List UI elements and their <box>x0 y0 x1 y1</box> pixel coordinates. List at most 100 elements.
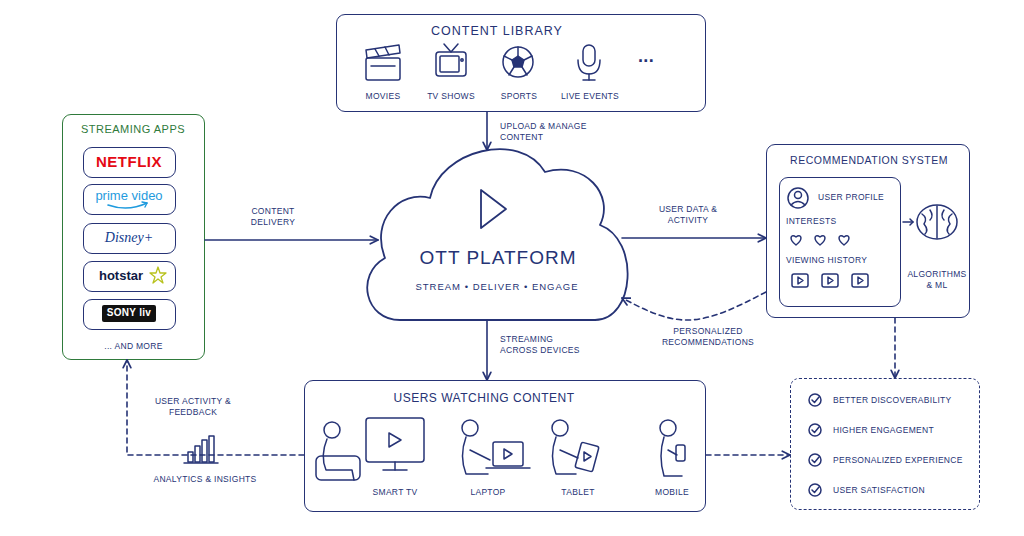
recommendation-box: RECOMMENDATION SYSTEM ALGORITHMS & ML USER… <box>766 144 970 318</box>
tablet-viewer <box>552 420 599 474</box>
brain-fold <box>922 214 927 234</box>
node-heading: STREAMING APPS <box>63 123 203 137</box>
node-heading: SONY liv <box>102 305 156 322</box>
node-heading: RECOMMENDATION SYSTEM <box>771 154 967 167</box>
profile-panel: USER PROFILEINTERESTSVIEWING HISTORY <box>779 177 901 307</box>
laptop-play <box>504 449 512 459</box>
node-heading: CONTENT LIBRARY <box>427 24 567 40</box>
ball-seam <box>524 56 532 60</box>
edge-label: UPLOAD & MANAGE CONTENT <box>500 121 595 143</box>
node-text: ... AND MORE <box>73 341 194 352</box>
mic-head <box>583 45 595 66</box>
brain-fold <box>930 210 932 220</box>
video-thumb <box>822 274 838 287</box>
node-text: STREAM • DELIVER • ENGAGE <box>392 281 602 293</box>
node-text: SPORTS <box>489 91 549 102</box>
baseline <box>184 462 218 464</box>
edge-label: PERSONALIZED RECOMMENDATIONS <box>650 326 766 348</box>
node-text: ALGORITHMS & ML <box>904 269 970 290</box>
head <box>324 422 340 438</box>
analytics-icon <box>184 436 218 463</box>
benefits-box: BETTER DISCOVERABILITY HIGHER ENGAGEMENT P… <box>790 378 980 510</box>
tv-viewer <box>316 418 424 480</box>
user-circle <box>788 188 808 208</box>
node-text: TABLET <box>546 487 610 498</box>
ball-outline <box>503 47 533 77</box>
clapperboard-body <box>366 58 400 80</box>
heart-icon <box>815 236 825 245</box>
mic-holder <box>578 60 600 74</box>
clapperboard-icon <box>366 45 400 80</box>
body <box>553 437 577 474</box>
node-heading: BETTER DISCOVERABILITY <box>833 395 979 406</box>
smart-tv <box>366 418 424 462</box>
check-circle <box>809 394 821 406</box>
user-shoulders <box>791 202 805 206</box>
tv-body <box>436 52 466 76</box>
head <box>552 420 568 436</box>
phone <box>676 445 685 461</box>
couch <box>316 456 360 480</box>
laptop-viewer <box>462 420 530 474</box>
bar <box>202 440 207 462</box>
node-text: INTERESTS <box>786 216 896 227</box>
tv-play <box>389 433 401 447</box>
clapperboard-stripe <box>385 47 389 55</box>
hotstar-star <box>150 267 166 283</box>
body <box>323 439 354 480</box>
content-library-box: CONTENT LIBRARYMOVIESTV SHOWSSPORTSLIVE … <box>336 14 706 112</box>
edge-label: STREAMING ACROSS DEVICES <box>500 334 592 356</box>
soccer-ball-icon <box>503 47 533 77</box>
laptop-base <box>486 467 530 469</box>
tv-icon <box>436 44 466 76</box>
tablet-play <box>584 452 591 461</box>
node-heading: Disney+ <box>84 229 174 247</box>
check-mark <box>812 397 819 403</box>
tv-foot <box>383 469 407 471</box>
ball-patch <box>512 56 524 67</box>
video-play <box>798 277 803 284</box>
node-heading: USERS WATCHING CONTENT <box>389 391 579 406</box>
node-heading: hotstar <box>76 268 166 284</box>
video-play <box>858 277 863 284</box>
check-mark <box>812 457 819 463</box>
tv-screen <box>440 56 459 72</box>
head <box>660 420 676 436</box>
smile-curve <box>108 203 147 208</box>
small-arrow-head <box>910 219 913 225</box>
heart-icon <box>791 236 801 245</box>
flow-arrow <box>486 112 488 150</box>
check-mark <box>812 487 819 493</box>
app-logo-box: Disney+ <box>83 223 176 254</box>
node-heading: prime video <box>84 188 174 204</box>
head <box>462 420 478 436</box>
node-text: MOBILE <box>640 487 704 498</box>
user-head <box>795 192 802 199</box>
app-logo-box: NETFLIX <box>83 147 176 178</box>
ball-seam <box>522 67 527 75</box>
brain-icon <box>917 205 957 239</box>
node-heading: USER PROFILE <box>818 192 898 203</box>
node-text: HIGHER ENGAGEMENT <box>833 425 979 436</box>
note-label: ANALYTICS & INSIGHTS <box>140 474 270 485</box>
flow-arrow <box>205 239 378 241</box>
cloud-shape <box>367 149 627 320</box>
ball-seam <box>504 56 512 60</box>
clapperboard-stripe <box>375 49 379 56</box>
flow-arrow <box>127 360 304 455</box>
ball-seam <box>517 47 519 56</box>
arm <box>560 450 578 458</box>
arm <box>668 450 677 455</box>
app-logo-box: prime video <box>83 184 176 215</box>
heart-icon <box>839 236 849 245</box>
brain-outline <box>917 205 957 239</box>
app-logo-box: hotstar <box>83 261 176 292</box>
flow-arrow <box>706 454 790 456</box>
body <box>661 437 682 476</box>
check-circle <box>809 484 821 496</box>
node-text: USER SATISFACTION <box>833 485 979 496</box>
mic-base <box>583 79 595 81</box>
check-circle <box>809 424 821 436</box>
brain-divide <box>936 206 938 238</box>
node-text: PERSONALIZED EXPERIENCE <box>833 455 979 466</box>
